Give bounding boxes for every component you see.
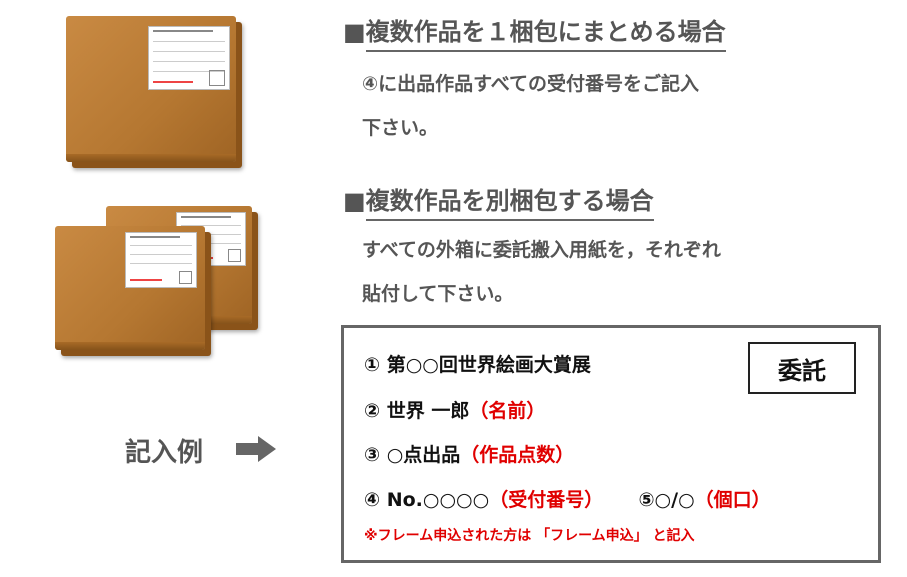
section2-desc-line2: 貼付して下さい。 bbox=[362, 283, 514, 305]
shipping-label bbox=[148, 26, 230, 90]
form-count-note: （作品点数） bbox=[460, 444, 575, 466]
form-footnote: ※フレーム申込された方は 「フレーム申込」 と記入 bbox=[364, 528, 695, 544]
form-line-number: ④ No.○○○○（受付番号） ⑤○/○（個口） bbox=[364, 485, 771, 512]
form-number-note: （受付番号） bbox=[489, 489, 604, 511]
single-package-box bbox=[66, 16, 236, 162]
consignment-stamp: 委託 bbox=[748, 342, 856, 394]
section1-description: ④に出品作品すべての受付番号をご記入 下さい。 bbox=[362, 62, 699, 150]
form-parcel-value: ⑤○/○ bbox=[638, 489, 695, 511]
form-count-value: ③ ○点出品 bbox=[364, 444, 461, 466]
section1-desc-line2: 下さい。 bbox=[362, 117, 439, 139]
form-number-value: ④ No.○○○○ bbox=[364, 489, 490, 511]
section2-description: すべての外箱に委託搬入用紙を，それぞれ 貼付して下さい。 bbox=[362, 228, 721, 316]
section2-heading: ■複数作品を別梱包する場合 bbox=[343, 181, 654, 221]
section1-heading-text: 複数作品を１梱包にまとめる場合 bbox=[365, 18, 726, 52]
shipping-label bbox=[125, 232, 197, 288]
section2-desc-line1: すべての外箱に委託搬入用紙を，それぞれ bbox=[362, 239, 721, 261]
right-arrow-icon bbox=[236, 436, 276, 462]
example-form: ① 第○○回世界絵画大賞展 委託 ② 世界 一郎（名前） ③ ○点出品（作品点数… bbox=[341, 325, 881, 563]
form-parcel-note: （個口） bbox=[694, 489, 771, 511]
section1-desc-line1: ④に出品作品すべての受付番号をご記入 bbox=[362, 73, 699, 95]
form-line-count: ③ ○点出品（作品点数） bbox=[364, 440, 574, 467]
front-package-box bbox=[55, 226, 205, 350]
square-bullet-icon: ■ bbox=[343, 18, 366, 46]
form-line-name: ② 世界 一郎（名前） bbox=[364, 396, 545, 423]
square-bullet-icon: ■ bbox=[343, 187, 366, 215]
section1-heading: ■複数作品を１梱包にまとめる場合 bbox=[343, 12, 726, 52]
form-line-exhibition: ① 第○○回世界絵画大賞展 bbox=[364, 354, 591, 376]
form-name-value: ② 世界 一郎 bbox=[364, 400, 470, 422]
form-name-note: （名前） bbox=[469, 400, 546, 422]
example-label: 記入例 bbox=[125, 438, 204, 468]
section2-heading-text: 複数作品を別梱包する場合 bbox=[365, 187, 654, 221]
